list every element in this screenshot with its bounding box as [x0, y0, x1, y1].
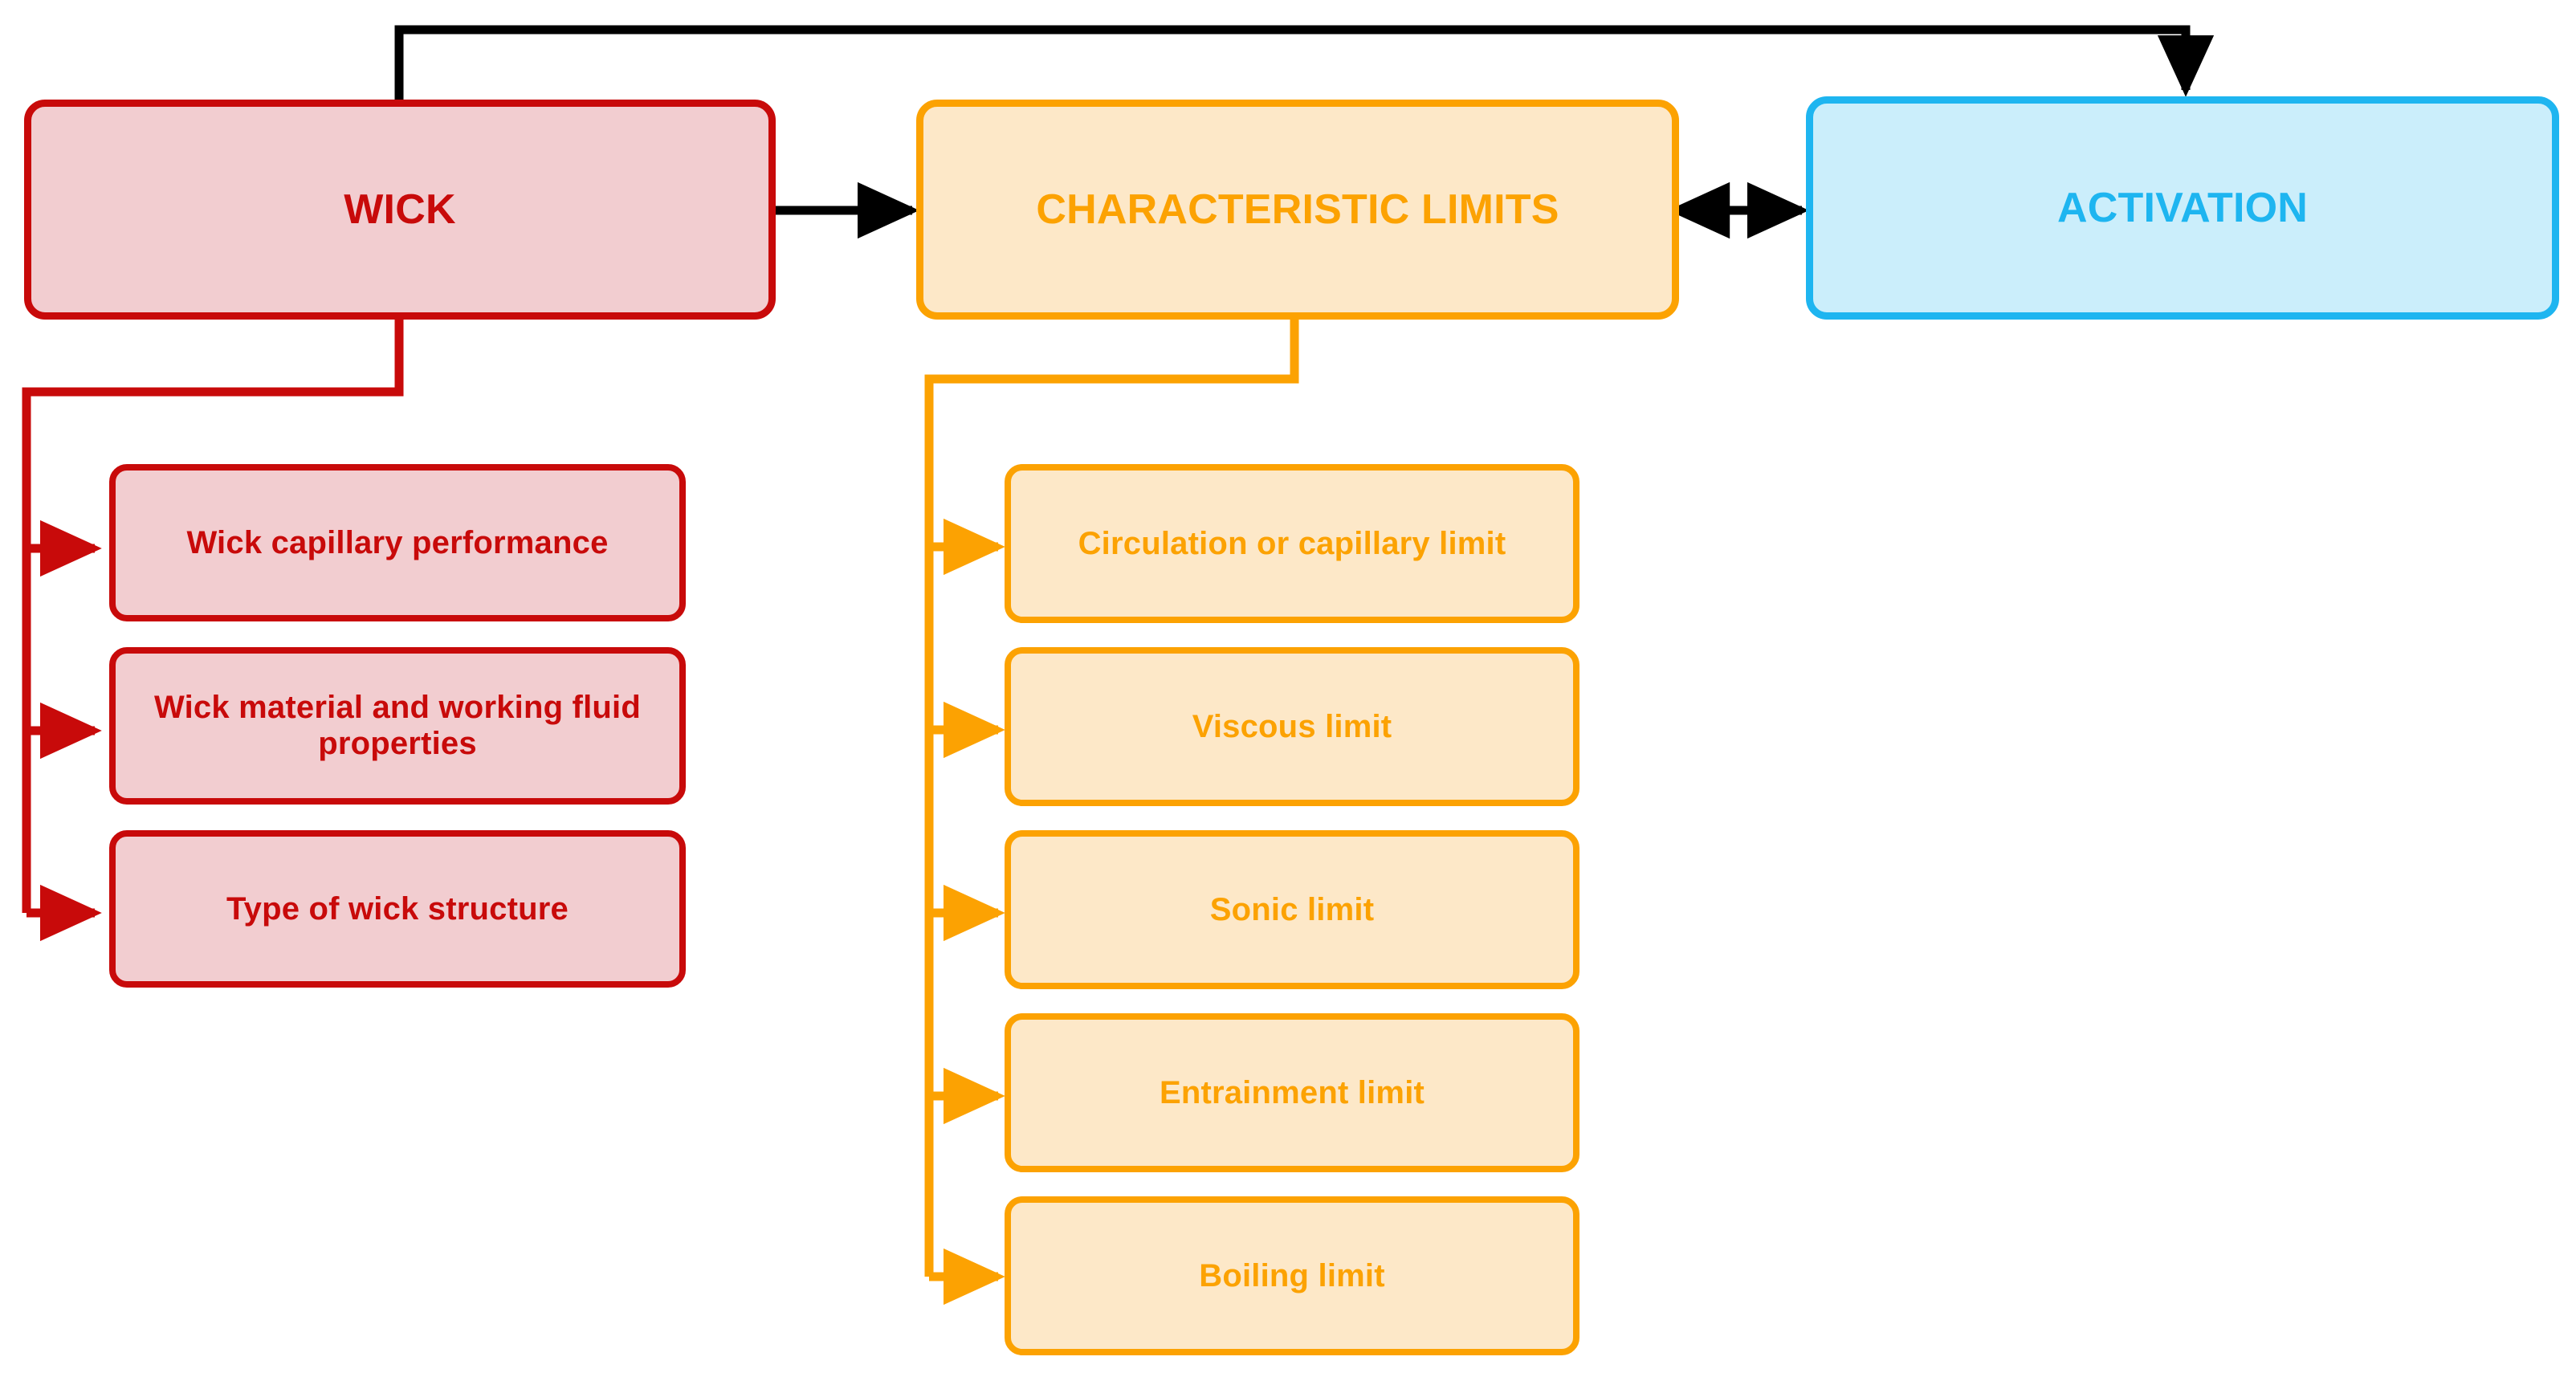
node-type-of-wick-structure-label: Type of wick structure [226, 890, 569, 927]
node-characteristic-limits-label: CHARACTERISTIC LIMITS [1036, 185, 1559, 233]
node-activation[interactable]: ACTIVATION [1806, 96, 2559, 320]
node-wick-material-and-working-fluid-properties[interactable]: Wick material and working fluid properti… [109, 647, 686, 805]
node-viscous-limit-label: Viscous limit [1192, 708, 1392, 744]
node-wick[interactable]: WICK [24, 100, 776, 320]
node-entrainment-limit[interactable]: Entrainment limit [1005, 1013, 1579, 1172]
node-circulation-or-capillary-limit[interactable]: Circulation or capillary limit [1005, 464, 1579, 623]
node-activation-label: ACTIVATION [2056, 184, 2309, 231]
node-boiling-limit[interactable]: Boiling limit [1005, 1196, 1579, 1355]
node-circulation-or-capillary-limit-label: Circulation or capillary limit [1078, 525, 1506, 561]
node-viscous-limit[interactable]: Viscous limit [1005, 647, 1579, 806]
node-wick-capillary-performance-label: Wick capillary performance [186, 524, 609, 560]
node-type-of-wick-structure[interactable]: Type of wick structure [109, 830, 686, 988]
node-wick-material-and-working-fluid-properties-label: Wick material and working fluid properti… [154, 690, 641, 761]
node-wick-label: WICK [344, 185, 456, 233]
node-sonic-limit[interactable]: Sonic limit [1005, 830, 1579, 989]
node-entrainment-limit-label: Entrainment limit [1159, 1074, 1425, 1110]
node-characteristic-limits[interactable]: CHARACTERISTIC LIMITS [916, 100, 1679, 320]
node-sonic-limit-label: Sonic limit [1209, 891, 1375, 927]
node-boiling-limit-label: Boiling limit [1199, 1257, 1385, 1293]
node-wick-capillary-performance[interactable]: Wick capillary performance [109, 464, 686, 621]
wire-wick-to-activation [394, 25, 2215, 103]
